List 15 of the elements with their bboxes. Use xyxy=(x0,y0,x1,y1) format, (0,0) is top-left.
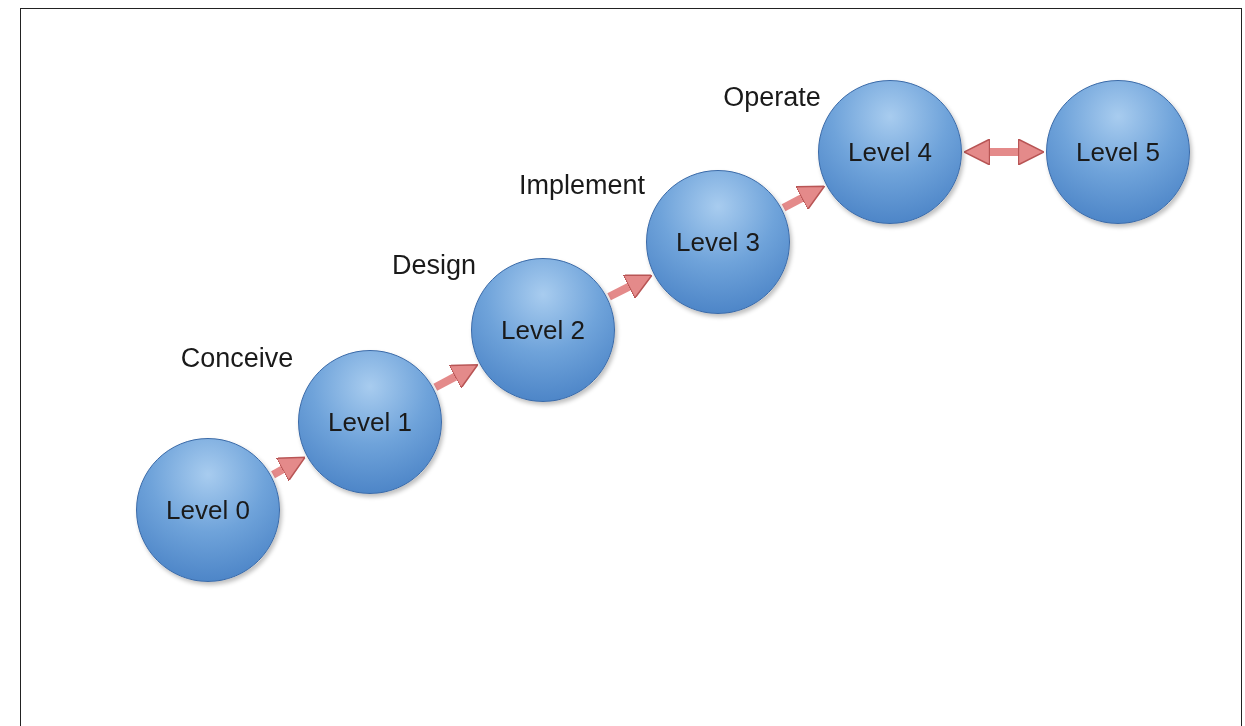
arrow xyxy=(781,185,826,212)
stage-label: Conceive xyxy=(180,342,294,374)
arrow xyxy=(607,274,653,301)
node-label: Level 0 xyxy=(166,494,250,526)
node-label: Level 3 xyxy=(676,226,760,258)
arrow xyxy=(963,138,1045,166)
stage-label: Design xyxy=(392,249,476,281)
node-label: Level 1 xyxy=(328,406,412,438)
stage-label: Operate xyxy=(723,81,821,113)
node-label: Level 5 xyxy=(1076,136,1160,168)
arrow xyxy=(271,456,306,482)
node-label: Level 2 xyxy=(501,314,585,346)
node-label: Level 4 xyxy=(848,136,932,168)
arrow xyxy=(433,364,479,391)
stage-label: Implement xyxy=(518,169,646,201)
